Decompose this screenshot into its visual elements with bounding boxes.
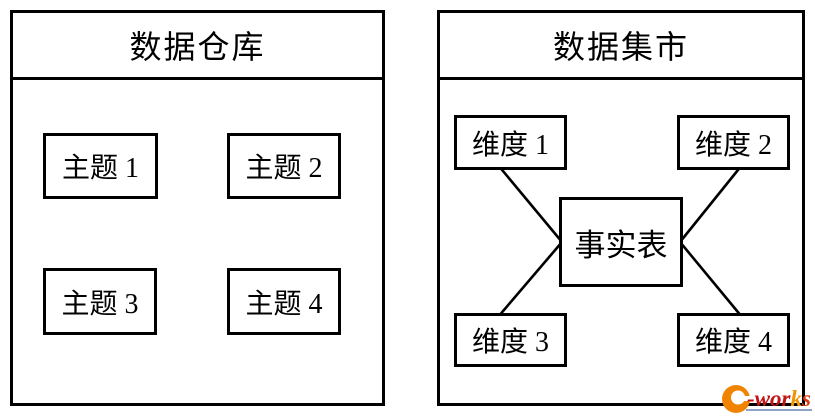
fact-table-box: 事实表 [559,197,683,287]
data-mart-title: 数据集市 [440,13,802,80]
watermark-text-k: k [790,386,802,411]
watermark-underline [746,409,812,411]
data-mart-panel: 数据集市 维度 1 维度 2 维度 3 维度 4 事实表 [437,10,805,406]
eworks-logo-e-icon [722,385,754,413]
subject-box-1: 主题 1 [43,133,158,199]
dimension-box-4: 维度 4 [677,313,790,367]
watermark-text-wor: -wor [747,386,791,411]
data-mart-body: 维度 1 维度 2 维度 3 维度 4 事实表 [440,80,802,403]
data-warehouse-body: 主题 1 主题 2 主题 3 主题 4 [13,80,382,403]
subject-box-4: 主题 4 [227,268,341,335]
subject-box-2: 主题 2 [227,133,341,199]
star-schema-connector-lines [497,164,744,318]
watermark-text-s: s [801,386,811,411]
data-warehouse-panel: 数据仓库 主题 1 主题 2 主题 3 主题 4 [10,10,385,406]
dimension-box-1: 维度 1 [454,115,567,170]
dimension-box-2: 维度 2 [677,115,790,170]
watermark-text: -works [747,387,811,415]
subject-box-3: 主题 3 [43,268,157,335]
data-warehouse-title: 数据仓库 [13,13,382,80]
eworks-watermark: -works [720,377,815,415]
dimension-box-3: 维度 3 [454,313,567,367]
